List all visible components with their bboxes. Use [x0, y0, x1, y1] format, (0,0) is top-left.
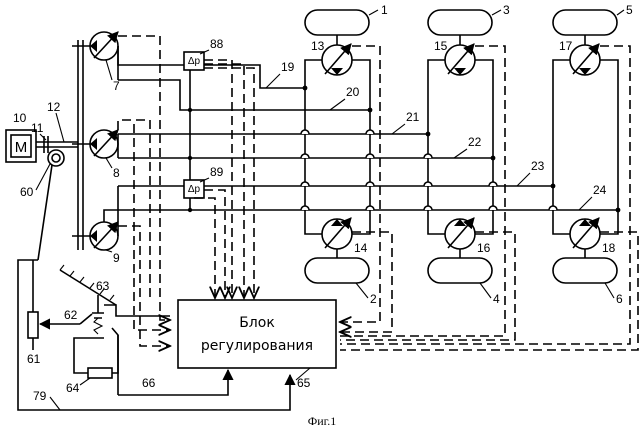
- control-block-title-line2: регулирования: [201, 338, 313, 354]
- label-66: 66: [142, 376, 156, 390]
- junction-dots: [188, 63, 621, 213]
- label-21: 21: [406, 110, 420, 124]
- motor-17: [570, 44, 600, 75]
- wheel-4: [428, 258, 492, 283]
- pump-drive-shaft: [72, 40, 90, 250]
- label-12: 12: [47, 100, 61, 114]
- label-79: 79: [33, 389, 47, 403]
- resistor-64: [74, 328, 118, 378]
- label-18: 18: [602, 241, 616, 255]
- pump-9: [90, 186, 118, 250]
- control-block: Блок регулирования: [178, 300, 336, 368]
- motor-16: [445, 218, 475, 249]
- label-8: 8: [113, 166, 120, 180]
- dp-88-symbol: Δр: [188, 56, 201, 67]
- dp-sensor-88: Δр: [184, 52, 204, 70]
- label-6: 6: [616, 292, 623, 306]
- wheel-5: [553, 10, 617, 35]
- label-9: 9: [113, 251, 120, 265]
- label-61: 61: [27, 352, 41, 366]
- axle-loop-1: [305, 60, 370, 234]
- label-2: 2: [370, 292, 377, 306]
- label-23: 23: [531, 159, 545, 173]
- label-24: 24: [593, 183, 607, 197]
- potentiometer-61: [28, 260, 92, 350]
- label-5: 5: [626, 3, 633, 17]
- wheel-2: [305, 258, 369, 283]
- label-14: 14: [354, 241, 368, 255]
- wheel-3: [428, 10, 492, 35]
- label-88: 88: [210, 37, 224, 51]
- speed-sensor-60: [18, 150, 290, 410]
- motor-13: [322, 44, 352, 75]
- label-11: 11: [31, 121, 44, 135]
- motor-18: [570, 218, 600, 249]
- label-17: 17: [559, 39, 573, 53]
- wheel-6: [553, 258, 617, 283]
- label-15: 15: [434, 39, 448, 53]
- motor-14: [322, 218, 352, 249]
- dp-sensor-89: Δр: [184, 180, 204, 198]
- label-19: 19: [281, 60, 295, 74]
- label-3: 3: [503, 3, 510, 17]
- motor-symbol: М: [15, 139, 28, 156]
- label-7: 7: [113, 79, 120, 93]
- figure-caption: Фиг.1: [308, 414, 336, 428]
- label-62: 62: [64, 308, 78, 322]
- line-crossings: [301, 130, 557, 210]
- axle-loop-3: [553, 60, 618, 234]
- label-16: 16: [477, 241, 491, 255]
- label-4: 4: [493, 292, 500, 306]
- dp-89-symbol: Δр: [188, 184, 201, 195]
- label-63: 63: [96, 279, 110, 293]
- label-60: 60: [20, 185, 34, 199]
- pump-7: [90, 32, 118, 80]
- label-22: 22: [468, 135, 482, 149]
- control-block-title-line1: Блок: [239, 315, 275, 331]
- axle-loop-2: [428, 60, 493, 234]
- label-64: 64: [66, 381, 80, 395]
- wheel-1: [305, 10, 369, 35]
- label-20: 20: [346, 85, 360, 99]
- pump-8: [90, 130, 118, 158]
- label-89: 89: [210, 165, 224, 179]
- label-10: 10: [13, 111, 27, 125]
- motor-15: [445, 44, 475, 75]
- label-1: 1: [381, 3, 388, 17]
- label-13: 13: [311, 39, 325, 53]
